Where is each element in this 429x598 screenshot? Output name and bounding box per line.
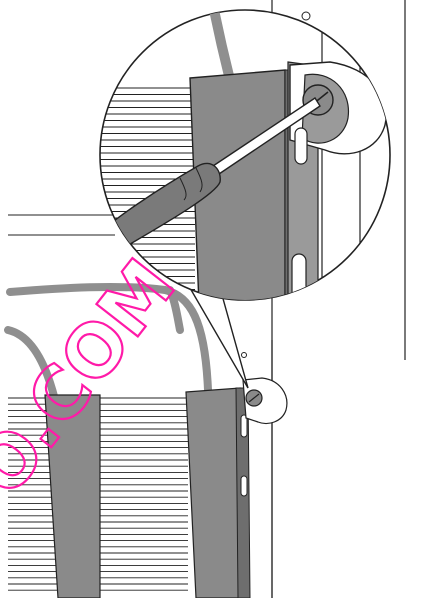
screw-tab-lower <box>242 377 288 425</box>
magnifier-callout <box>99 9 391 389</box>
screwdriver-icon <box>100 97 321 254</box>
frame-hole-top <box>301 11 311 21</box>
bracket-slot-1 <box>240 414 248 438</box>
bracket-slot-2 <box>240 475 248 497</box>
zoom-slot-1 <box>294 127 308 165</box>
chassis-edge-lines <box>8 214 115 236</box>
zoom-slot-2 <box>291 253 307 299</box>
left-bracket <box>44 394 101 598</box>
cable-group <box>4 282 212 404</box>
frame-hole-lower <box>241 352 247 358</box>
right-bracket <box>185 387 251 598</box>
